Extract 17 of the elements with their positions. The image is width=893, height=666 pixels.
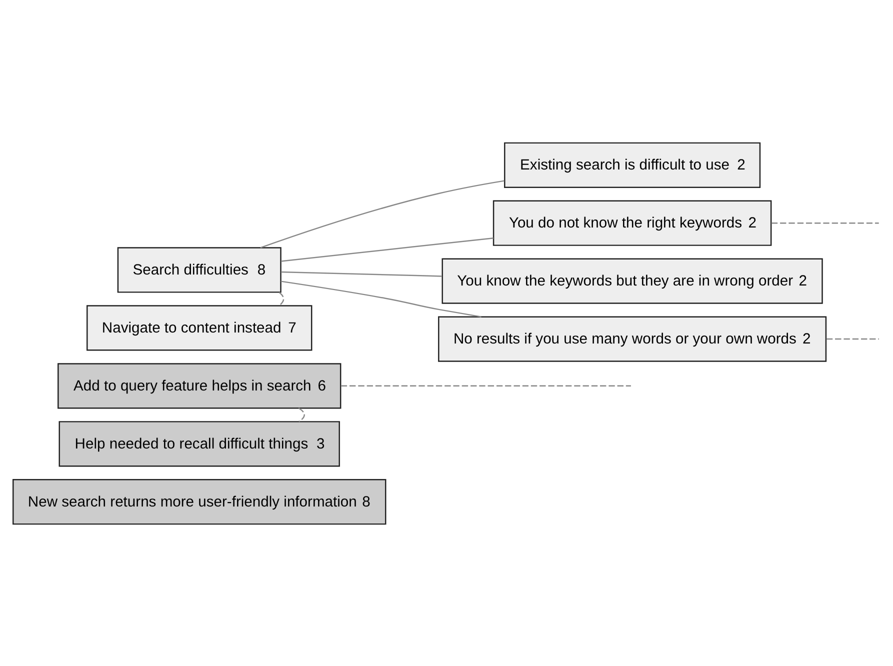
- connector: [340, 384, 631, 386]
- node-box: Navigate to content instead 7: [86, 304, 312, 350]
- node-box: New search returns more user-friendly information 8: [12, 478, 386, 524]
- connector: [298, 407, 305, 422]
- node-box: Existing search is difficult to use 2: [504, 142, 761, 188]
- connector: [281, 270, 442, 276]
- node-box: Search difficulties 8: [117, 246, 282, 292]
- connector: [826, 338, 879, 340]
- connector: [278, 291, 284, 306]
- node-box: Add to query feature helps in search 6: [58, 362, 342, 408]
- node-box: Help needed to recall difficult things 3: [58, 420, 340, 466]
- node-box: You know the keywords but they are in wrong order 2: [442, 258, 823, 304]
- connector: [771, 222, 879, 224]
- node-box: No results if you use many words or your own words 2: [438, 316, 827, 362]
- connector: [281, 236, 494, 262]
- connector: [260, 180, 504, 248]
- node-box: You do not know the right keywords 2: [492, 200, 772, 246]
